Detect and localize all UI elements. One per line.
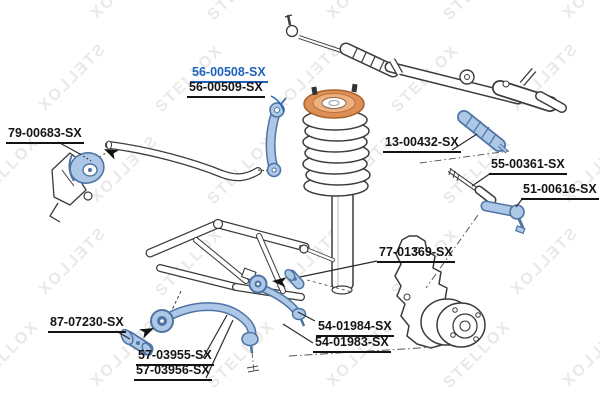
strut-top-mount — [303, 83, 365, 119]
part-number-57-03956-sx[interactable]: 57-03956-SX — [134, 364, 212, 381]
control-arm-part — [150, 302, 260, 373]
stabilizer-link-part — [265, 97, 287, 178]
part-number-57-03955-sx[interactable]: 57-03955-SX — [136, 349, 214, 366]
part-number-77-01369-sx[interactable]: 77-01369-SX — [377, 246, 455, 263]
leader-lines — [57, 133, 524, 379]
part-number-87-07230-sx[interactable]: 87-07230-SX — [48, 316, 126, 333]
rear-arm-bushing-part — [284, 269, 305, 290]
part-number-79-00683-sx[interactable]: 79-00683-SX — [6, 127, 84, 144]
part-number-54-01984-sx[interactable]: 54-01984-SX — [316, 320, 394, 337]
part-number-54-01983-sx[interactable]: 54-01983-SX — [313, 336, 391, 353]
steering-boot-part — [457, 110, 509, 154]
stabilizer-bushing-part — [68, 152, 105, 184]
install-arrows — [104, 149, 287, 339]
part-number-13-00432-sx[interactable]: 13-00432-SX — [383, 136, 461, 153]
strut-assembly — [302, 83, 371, 295]
install-arrow-icon — [104, 149, 119, 160]
steering-rack — [284, 14, 567, 113]
wheel-hub — [420, 298, 486, 348]
coil-spring — [302, 109, 371, 197]
part-number-56-00508-sx[interactable]: 56-00508-SX — [190, 66, 268, 83]
part-number-55-00361-sx[interactable]: 55-00361-SX — [489, 158, 567, 175]
inner-tie-rod — [447, 167, 497, 205]
install-arrow-icon — [272, 277, 287, 288]
part-number-51-00616-sx[interactable]: 51-00616-SX — [521, 183, 599, 200]
rear-arm-part — [248, 274, 307, 327]
highlighted-leader-line — [270, 95, 285, 113]
install-arrow-icon — [139, 328, 154, 339]
part-number-56-00509-sx[interactable]: 56-00509-SX — [187, 81, 265, 98]
